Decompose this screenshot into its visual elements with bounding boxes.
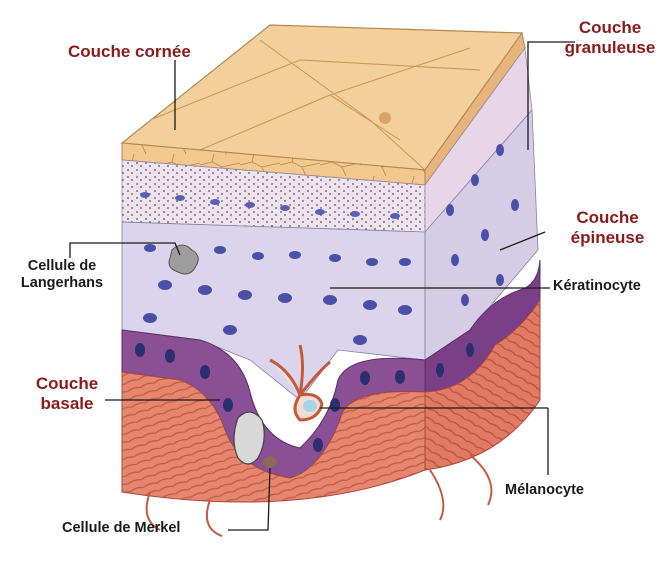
label-couche-granuleuse-line2: granuleuse — [553, 38, 667, 58]
label-couche-basale-line1: Couche — [22, 374, 112, 394]
label-keratinocyte: Kératinocyte — [553, 278, 641, 295]
corneum-center-pore — [379, 112, 391, 124]
label-melanocyte: Mélanocyte — [505, 482, 584, 499]
label-cellule-merkel: Cellule de Merkel — [62, 520, 180, 537]
label-couche-basale-line2: basale — [22, 394, 112, 414]
melanocyte-nucleus — [303, 400, 317, 412]
label-couche-epineuse: Couche épineuse — [548, 208, 667, 247]
label-couche-cornee: Couche cornée — [68, 42, 191, 62]
label-couche-granuleuse: Couche granuleuse — [553, 18, 667, 57]
leader-couche-granuleuse — [528, 42, 575, 150]
label-cellule-langerhans-line1: Cellule de — [12, 258, 112, 275]
merkel-disc — [263, 456, 277, 468]
label-cellule-langerhans: Cellule de Langerhans — [12, 258, 112, 291]
label-couche-epineuse-line1: Couche — [548, 208, 667, 228]
label-cellule-langerhans-line2: Langerhans — [12, 275, 112, 292]
label-couche-basale: Couche basale — [22, 374, 112, 413]
label-couche-epineuse-line2: épineuse — [548, 228, 667, 248]
label-couche-granuleuse-line1: Couche — [553, 18, 667, 38]
